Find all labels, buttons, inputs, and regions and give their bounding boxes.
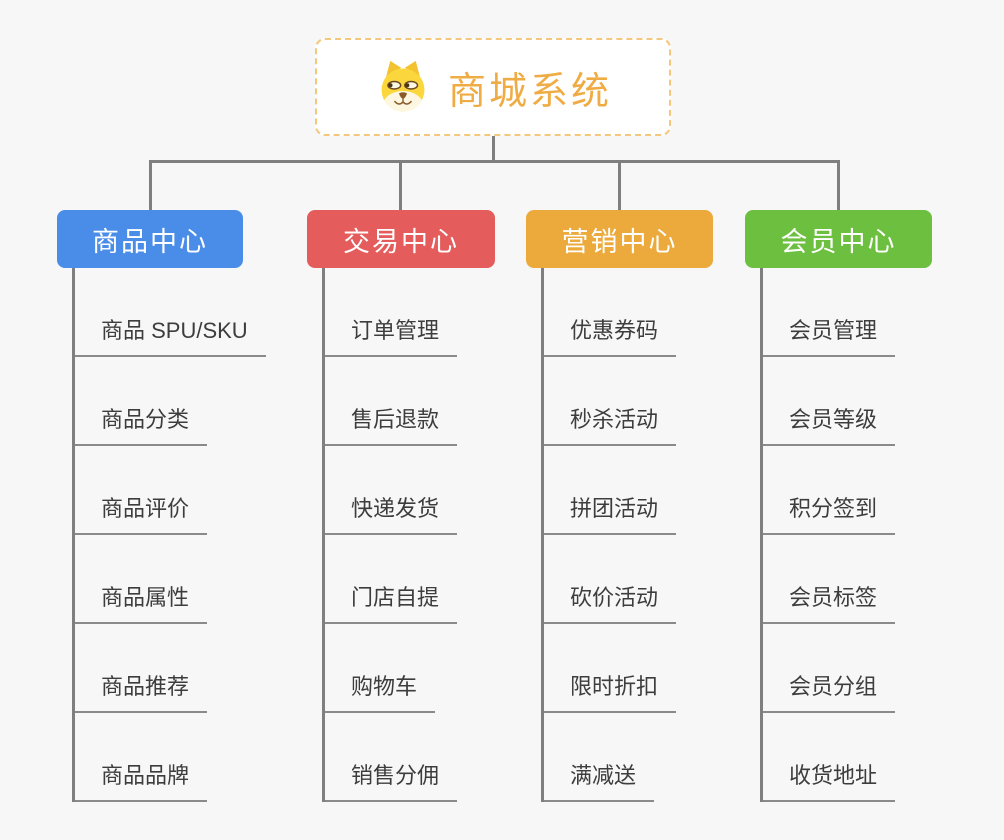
leaf-column-marketing-center: 优惠券码 秒杀活动 拼团活动 砍价活动 限时折扣 满减送 <box>541 268 784 802</box>
leaf-node[interactable]: 门店自提 <box>325 580 458 624</box>
root-stub-connector <box>492 136 495 163</box>
leaf-node[interactable]: 会员标签 <box>763 580 896 624</box>
dog-face-icon <box>381 60 425 112</box>
root-title: 商城系统 <box>447 70 612 113</box>
leaf-node[interactable]: 商品 SPU/SKU <box>75 313 266 357</box>
branch-drop-connector-4 <box>837 160 840 210</box>
leaf-node[interactable]: 快递发货 <box>325 491 458 535</box>
leaf-node[interactable]: 商品属性 <box>75 580 208 624</box>
leaf-node[interactable]: 商品推荐 <box>75 669 208 713</box>
root-node[interactable]: 商城系统 <box>315 38 671 136</box>
leaf-node[interactable]: 商品评价 <box>75 491 208 535</box>
branch-label: 商品中心 <box>92 226 208 257</box>
branch-drop-connector-2 <box>399 160 402 210</box>
leaf-node[interactable]: 限时折扣 <box>544 669 677 713</box>
leaf-node[interactable]: 收货地址 <box>763 758 896 802</box>
leaf-node[interactable]: 销售分佣 <box>325 758 458 802</box>
branch-label: 交易中心 <box>343 226 459 257</box>
leaf-node[interactable]: 购物车 <box>325 669 436 713</box>
leaf-node[interactable]: 拼团活动 <box>544 491 677 535</box>
leaf-column-member-center: 会员管理 会员等级 积分签到 会员标签 会员分组 收货地址 <box>760 268 1003 802</box>
branch-horizontal-connector <box>149 160 840 163</box>
leaf-node[interactable]: 优惠券码 <box>544 313 677 357</box>
leaf-node[interactable]: 订单管理 <box>325 313 458 357</box>
leaf-node[interactable]: 商品品牌 <box>75 758 208 802</box>
leaf-node[interactable]: 会员管理 <box>763 313 896 357</box>
branch-node-product-center[interactable]: 商品中心 <box>57 210 243 268</box>
leaf-node[interactable]: 会员分组 <box>763 669 896 713</box>
leaf-node[interactable]: 秒杀活动 <box>544 402 677 446</box>
leaf-node[interactable]: 商品分类 <box>75 402 208 446</box>
leaf-column-trade-center: 订单管理 售后退款 快递发货 门店自提 购物车 销售分佣 <box>322 268 565 802</box>
leaf-node[interactable]: 会员等级 <box>763 402 896 446</box>
branch-drop-connector-3 <box>618 160 621 210</box>
branch-label: 营销中心 <box>561 226 678 257</box>
branch-drop-connector-1 <box>149 160 152 210</box>
leaf-node[interactable]: 积分签到 <box>763 491 896 535</box>
branch-node-trade-center[interactable]: 交易中心 <box>307 210 495 268</box>
leaf-node[interactable]: 满减送 <box>544 758 655 802</box>
leaf-node[interactable]: 售后退款 <box>325 402 458 446</box>
branch-node-marketing-center[interactable]: 营销中心 <box>526 210 713 268</box>
branch-label: 会员中心 <box>780 226 897 257</box>
branch-node-member-center[interactable]: 会员中心 <box>745 210 932 268</box>
leaf-node[interactable]: 砍价活动 <box>544 580 677 624</box>
leaf-column-product-center: 商品 SPU/SKU 商品分类 商品评价 商品属性 商品推荐 商品品牌 <box>72 268 315 802</box>
